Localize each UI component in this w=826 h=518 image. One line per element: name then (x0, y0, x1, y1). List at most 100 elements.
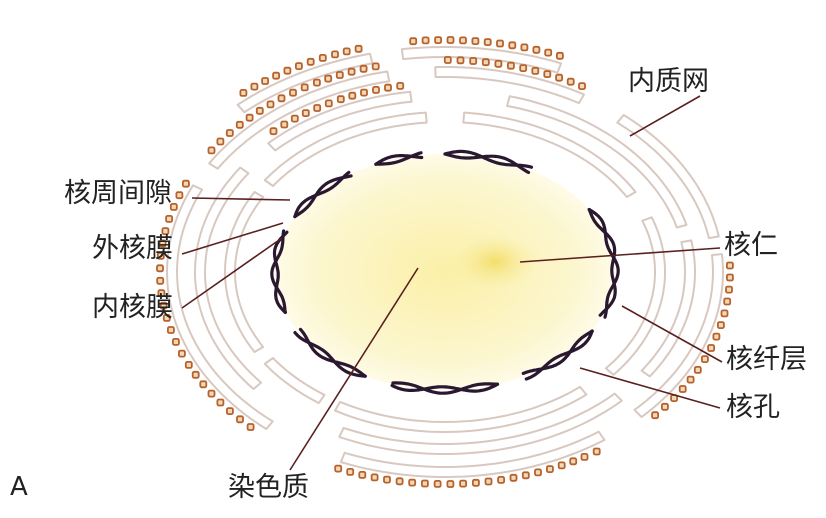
ribosome (456, 56, 465, 65)
ribosome (661, 402, 669, 411)
ribosome (569, 457, 578, 466)
ribosome (301, 109, 310, 117)
ribosome (483, 38, 492, 46)
label-nucleolus: 核仁 (724, 230, 778, 261)
ribosome (225, 407, 234, 416)
ribosome (531, 67, 540, 75)
ribosome (443, 56, 452, 64)
inner-nuclear-membrane-segment (443, 152, 531, 174)
ribosome (370, 473, 379, 482)
er-cisterna (506, 95, 688, 229)
ribosome (580, 452, 589, 461)
ribosome (446, 36, 455, 44)
ribosome (277, 94, 286, 103)
ribosome (726, 273, 734, 282)
ribosome (446, 480, 455, 488)
outer-nuclear-membrane-segment (293, 331, 367, 378)
ribosome (283, 66, 292, 75)
leader-nuclear-pore (579, 367, 721, 409)
ribosome (158, 239, 167, 248)
ribosome (408, 478, 417, 487)
ribosome (707, 344, 715, 352)
ribosome (191, 370, 200, 379)
leader-nucleolus (519, 247, 721, 263)
inner-nuclear-membrane-segment (270, 229, 287, 314)
ribosome (207, 146, 216, 155)
ribosome (261, 77, 270, 85)
ribosome (544, 48, 553, 57)
ribosome (156, 251, 165, 260)
ribosome (578, 82, 586, 90)
er-cisterna (194, 166, 263, 390)
ribosome (169, 202, 178, 211)
ribosome (421, 36, 430, 45)
ribosome (300, 83, 309, 92)
ribosome (497, 475, 506, 484)
er-cisterna (616, 114, 720, 240)
leader-endoplasmic-reticulum (629, 95, 701, 137)
ribosome (521, 471, 530, 480)
ribosome (469, 57, 478, 65)
leader-chromatin (289, 267, 419, 471)
ribosome (181, 179, 190, 188)
ribosome (556, 51, 564, 60)
ribosome (678, 385, 687, 393)
ribosome (546, 465, 554, 474)
ribosome (161, 227, 170, 236)
ribosome (280, 120, 289, 129)
ribosome (156, 276, 165, 285)
er-cisterna (633, 253, 724, 418)
er-cisterna (462, 111, 637, 198)
ribosome (289, 88, 297, 97)
ribosome (360, 88, 368, 97)
ribosome (481, 58, 490, 67)
ribosome (324, 99, 333, 108)
outer-nuclear-membrane-segment (272, 230, 289, 314)
ribosome (266, 100, 275, 109)
outer-nuclear-membrane-segment (524, 329, 594, 381)
nucleus (270, 149, 620, 395)
er-cisterna (263, 357, 326, 405)
ribosome (720, 309, 729, 318)
ribosome (324, 74, 333, 83)
er-cisterna (208, 70, 391, 170)
ribosome (471, 37, 480, 45)
ribosome (175, 191, 184, 200)
ribosome (371, 62, 380, 71)
ribosome (686, 375, 695, 384)
outer-nuclear-membrane-segment (390, 382, 500, 393)
ribosome (250, 82, 259, 91)
ribosome (312, 78, 321, 87)
er-cisterna (339, 430, 606, 478)
inner-nuclear-membrane-segment (293, 174, 353, 219)
ribosome (336, 95, 345, 104)
ribosome (225, 129, 234, 137)
label-chromatin: 染色质 (228, 472, 309, 503)
ribosome (199, 380, 208, 389)
ribosome (207, 389, 216, 398)
ribosome (723, 297, 732, 306)
ribosome (459, 479, 468, 488)
leader-outer-nuclear-membrane (181, 222, 284, 255)
er-cisterna (166, 184, 274, 430)
ribosome (177, 349, 186, 358)
ribosome (216, 398, 225, 407)
er-cisterna (338, 392, 623, 455)
ribosomes (156, 36, 734, 488)
ribosome (496, 39, 504, 48)
ribosome (409, 37, 418, 46)
ribosome (318, 54, 327, 62)
label-inner-nuclear-membrane: 内核膜 (92, 292, 173, 323)
panel-letter: A (10, 472, 28, 502)
ribosome (246, 423, 255, 431)
ribosome (359, 64, 368, 73)
er-cisterna (224, 191, 265, 353)
ribosome (184, 360, 193, 369)
ribosome (236, 415, 244, 424)
ribosome (157, 289, 166, 298)
ribosome (294, 62, 303, 70)
ribosome (433, 479, 442, 488)
label-nuclear-lamina: 核纤层 (726, 344, 807, 375)
label-nuclear-pore: 核孔 (726, 392, 780, 423)
